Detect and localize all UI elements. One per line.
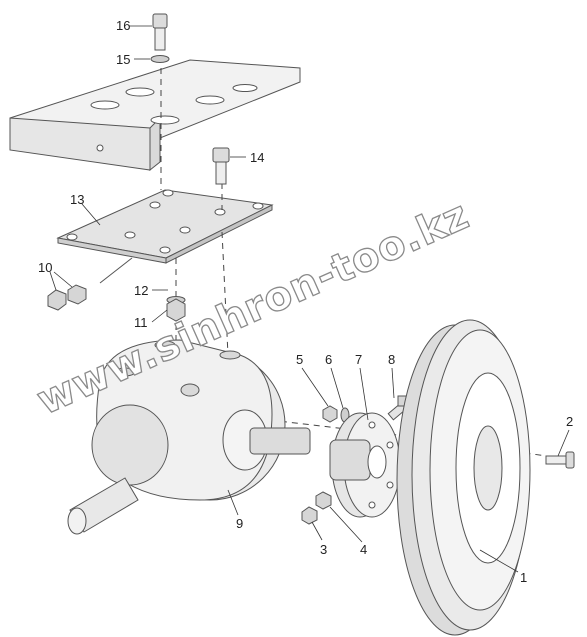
washer-15 <box>150 55 170 63</box>
callout-1: 1 <box>520 570 527 585</box>
mounting-plate <box>56 189 274 264</box>
callout-3: 3 <box>320 542 327 557</box>
nut-3 <box>301 506 318 525</box>
pulley <box>396 319 531 636</box>
leader-lines <box>49 25 570 573</box>
callout-7: 7 <box>355 352 362 367</box>
nut-5 <box>322 405 338 423</box>
bolt-2 <box>545 451 575 469</box>
callout-14: 14 <box>250 150 264 165</box>
callout-5: 5 <box>296 352 303 367</box>
callout-10: 10 <box>38 260 52 275</box>
nuts-10 <box>47 284 87 311</box>
bolt-16 <box>152 13 168 51</box>
nut-11 <box>166 298 186 322</box>
callout-2: 2 <box>566 414 573 429</box>
hub-flange <box>329 412 401 518</box>
nut-4 <box>315 491 332 510</box>
callout-11: 11 <box>134 315 148 330</box>
callout-13: 13 <box>70 192 84 207</box>
bolt-14 <box>212 147 230 185</box>
callout-8: 8 <box>388 352 395 367</box>
gearbox <box>67 339 311 535</box>
mounting-bracket <box>9 59 301 172</box>
callout-16: 16 <box>116 18 130 33</box>
callout-12: 12 <box>134 283 148 298</box>
callout-15: 15 <box>116 52 130 67</box>
callout-9: 9 <box>236 516 243 531</box>
callout-6: 6 <box>325 352 332 367</box>
callout-4: 4 <box>360 542 367 557</box>
